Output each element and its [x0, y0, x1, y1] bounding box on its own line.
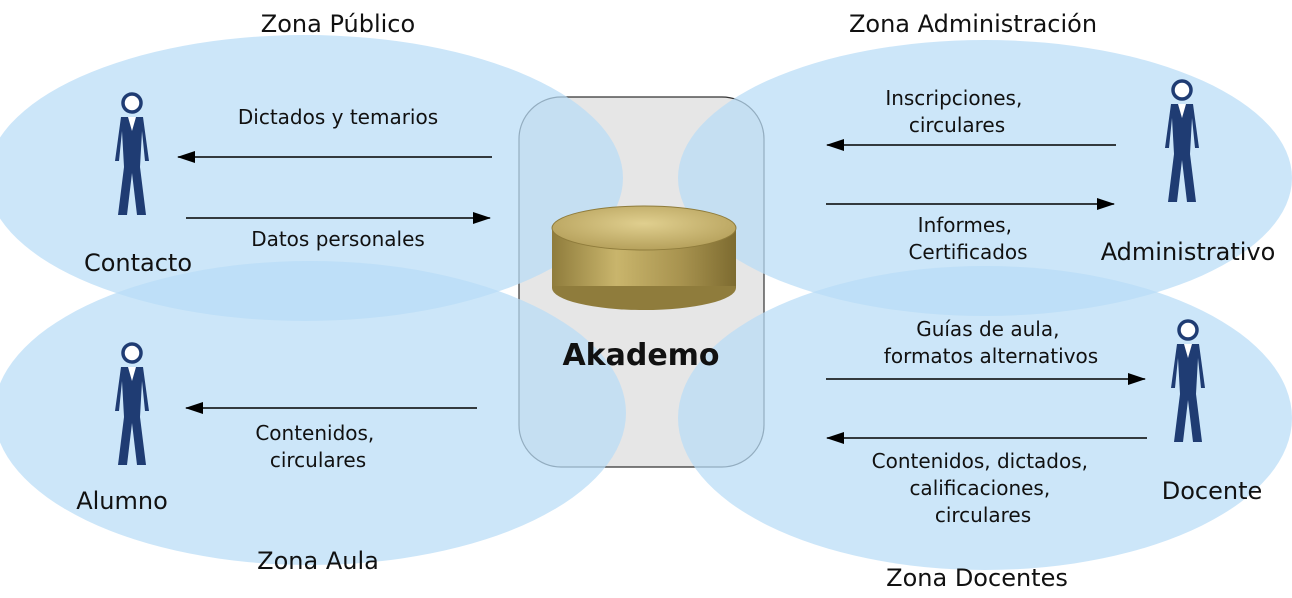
zone-docentes-title: Zona Docentes — [886, 564, 1068, 592]
flow-informes-label: Informes, Certificados — [908, 213, 1027, 264]
flow-arrows — [177, 139, 1147, 444]
user-figure-icon — [1165, 79, 1199, 202]
database-cylinder-icon — [551, 205, 737, 310]
user-figure-icon — [115, 342, 149, 465]
zone-aula-title: Zona Aula — [257, 547, 379, 575]
zone-administracion-title: Zona Administración — [849, 10, 1097, 38]
actor-alumno-label: Alumno — [76, 487, 168, 515]
actor-administrativo-label: Administrativo — [1101, 238, 1276, 266]
flow-guias-label: Guías de aula, formatos alternativos — [884, 317, 1098, 368]
flow-inscripciones-label: Inscripciones, circulares — [885, 86, 1028, 137]
flow-contenidos-docente-label: Contenidos, dictados, calificaciones, ci… — [872, 449, 1095, 527]
actor-contacto-label: Contacto — [84, 249, 192, 277]
zone-docentes-area — [678, 266, 1292, 570]
user-figure-icon — [115, 92, 149, 215]
zone-publico-title: Zona Público — [261, 10, 415, 38]
flow-contenidos-alumno-label: Contenidos, circulares — [255, 421, 380, 472]
user-figure-icon — [1171, 319, 1205, 442]
zone-aula-area — [0, 261, 626, 565]
flow-dictados-temarios-label: Dictados y temarios — [238, 105, 438, 129]
central-system-label: Akademo — [562, 338, 719, 373]
zone-administracion-area — [678, 40, 1292, 316]
zones — [0, 35, 1292, 570]
actor-docente-label: Docente — [1162, 477, 1263, 505]
zone-publico-area — [0, 35, 623, 321]
flow-datos-personales-label: Datos personales — [251, 227, 425, 251]
